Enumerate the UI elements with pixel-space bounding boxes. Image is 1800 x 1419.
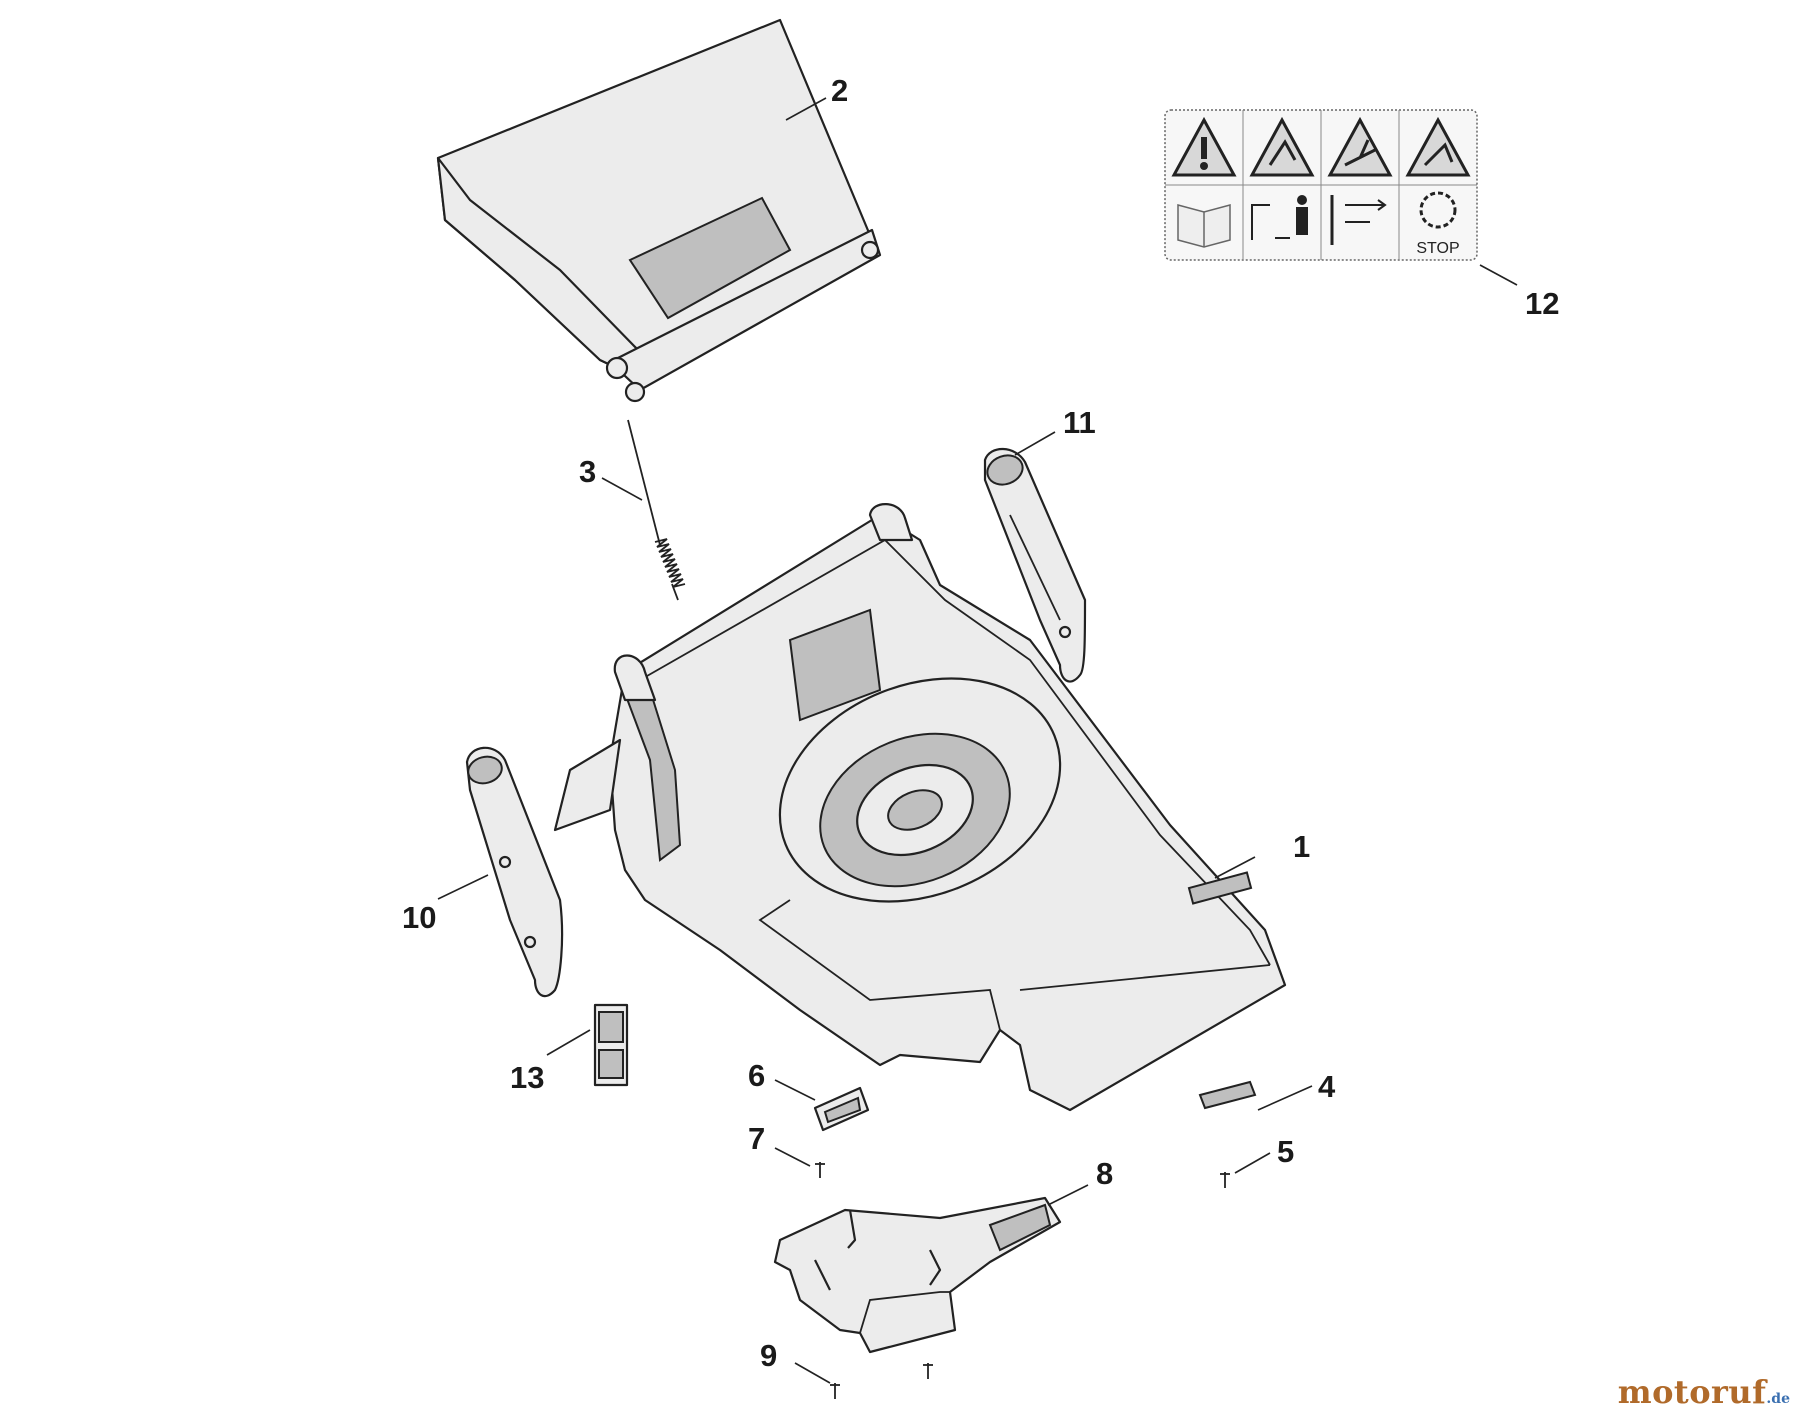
watermark-brand: motoruf bbox=[1617, 1373, 1767, 1411]
part-4-plate bbox=[1198, 1080, 1257, 1110]
label-part-4: 4 bbox=[1318, 1069, 1336, 1104]
part-9-screw-right bbox=[923, 1363, 933, 1379]
blade-stop-icon: STOP bbox=[1416, 191, 1460, 257]
read-manual-icon bbox=[1177, 204, 1231, 248]
keep-distance-icon bbox=[1251, 195, 1308, 240]
part-7-screw bbox=[815, 1162, 825, 1178]
disconnect-icon bbox=[1330, 195, 1387, 245]
part-1-mower-deck bbox=[553, 503, 1287, 1112]
part-6-clip bbox=[813, 1086, 870, 1132]
label-part-13: 13 bbox=[510, 1060, 544, 1095]
thrown-objects-warning-icon bbox=[1249, 116, 1315, 177]
label-part-1: 1 bbox=[1293, 829, 1310, 864]
label-part-9: 9 bbox=[760, 1338, 777, 1373]
part-3-spring bbox=[627, 419, 686, 601]
watermark-domain: .de bbox=[1766, 1391, 1790, 1407]
part-5-screw bbox=[1220, 1172, 1230, 1188]
part-9-screw-left bbox=[830, 1383, 840, 1399]
foot-blade-warning-icon bbox=[1405, 116, 1471, 177]
part-2-catcher-cover bbox=[436, 18, 882, 403]
label-part-6: 6 bbox=[748, 1058, 765, 1093]
label-part-7: 7 bbox=[748, 1121, 765, 1156]
part-11-right-wheel-cover bbox=[983, 447, 1087, 683]
part-12-safety-decal: STOP bbox=[1164, 109, 1478, 261]
part-13-height-label bbox=[593, 1003, 629, 1087]
label-part-5: 5 bbox=[1277, 1134, 1294, 1169]
label-part-10: 10 bbox=[402, 900, 436, 935]
warning-triangle-icon bbox=[1171, 116, 1237, 177]
label-part-2: 2 bbox=[831, 73, 848, 108]
part-10-left-wheel-cover bbox=[465, 746, 564, 998]
label-part-3: 3 bbox=[579, 454, 596, 489]
watermark: motoruf.de bbox=[1618, 1373, 1790, 1411]
hand-blade-warning-icon bbox=[1327, 116, 1393, 177]
stop-text: STOP bbox=[1416, 240, 1459, 257]
part-number-labels: 1 2 3 4 5 6 7 8 9 10 11 12 13 bbox=[402, 73, 1559, 1373]
label-part-11: 11 bbox=[1063, 405, 1096, 440]
leader-lines bbox=[437, 97, 1518, 1384]
part-8-mulch-insert bbox=[773, 1196, 1062, 1354]
label-part-8: 8 bbox=[1096, 1156, 1113, 1191]
label-part-12: 12 bbox=[1525, 286, 1559, 321]
